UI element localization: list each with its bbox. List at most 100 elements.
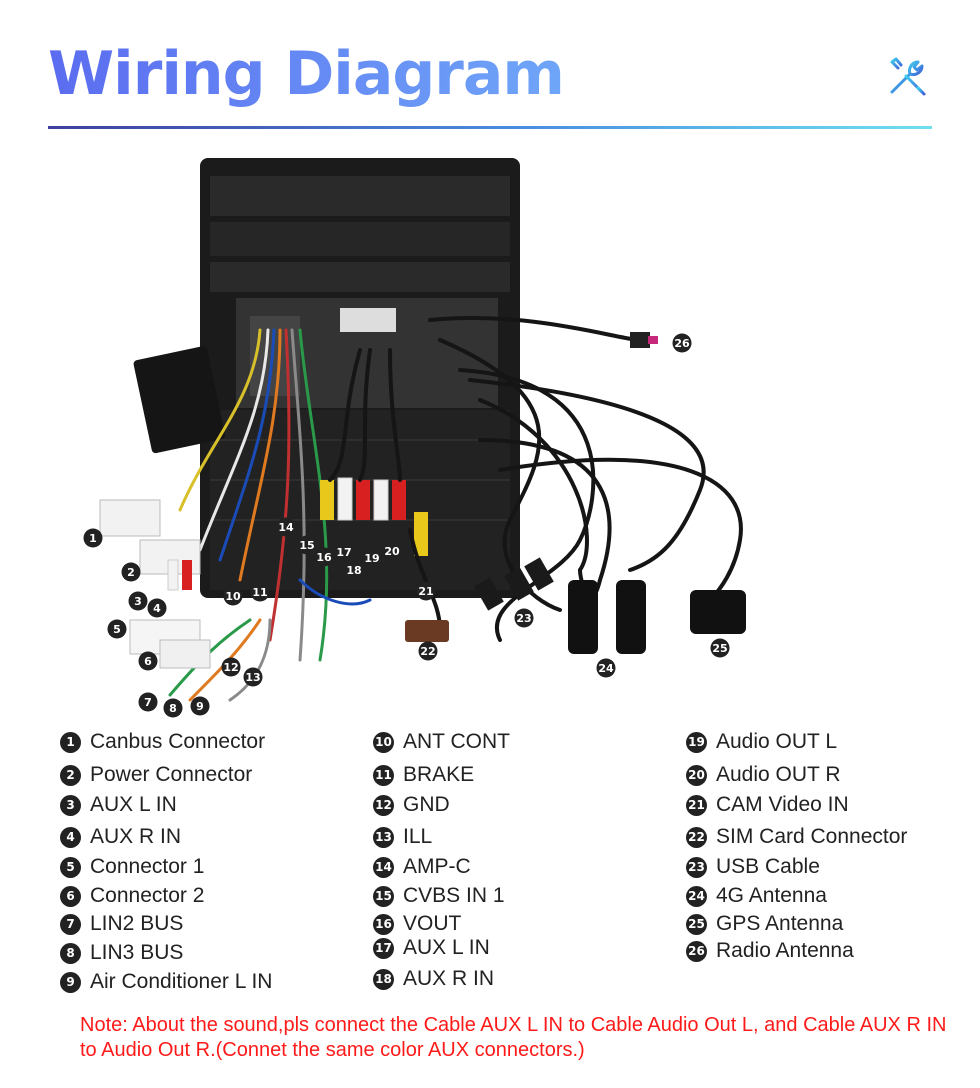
diagram-number-badge <box>190 696 210 716</box>
diagram-number-badge <box>163 698 183 718</box>
legend-label: VOUT <box>403 912 462 935</box>
legend-number-badge: 22 <box>686 826 707 848</box>
legend-number-badge: 25 <box>686 913 707 935</box>
diagram-number-badge <box>138 692 158 712</box>
legend-label: BRAKE <box>403 763 475 786</box>
canbus-connector <box>99 499 161 537</box>
diagram-number-label: 5 <box>113 623 121 636</box>
diagram-number-label: 4 <box>153 602 161 615</box>
diagram-number-label: 14 <box>278 521 294 534</box>
diagram-number-badge <box>243 667 263 687</box>
diagram-number-label: 22 <box>420 645 435 658</box>
rca-connectors <box>167 477 428 591</box>
legend-item: 6 Connector 2 <box>60 882 204 910</box>
diagram-number-label: 2 <box>127 566 135 579</box>
legend-label: Connector 2 <box>90 884 205 907</box>
diagram-number-badge <box>344 560 364 580</box>
diagram-number-label: 24 <box>598 662 614 675</box>
radio-antenna-plug <box>630 332 650 348</box>
diagram-number-badge <box>221 657 241 677</box>
diagram-number-label: 3 <box>134 595 142 608</box>
diagram-number-badge <box>672 333 692 353</box>
connector-2 <box>159 639 211 669</box>
diagram-number-label: 15 <box>299 539 314 552</box>
diagram-number-label: 16 <box>316 551 332 564</box>
legend-number-badge: 17 <box>373 937 394 959</box>
legend-item: 17 AUX L IN <box>373 934 490 962</box>
page-title: Wiring Diagram <box>48 39 565 109</box>
header: Wiring Diagram <box>48 38 932 133</box>
legend-label: Power Connector <box>90 763 253 786</box>
canbus-box <box>133 346 226 454</box>
legend-number-badge: 10 <box>373 731 394 753</box>
usb-plug-3 <box>524 557 554 591</box>
diagram-number-badge <box>710 638 730 658</box>
legend-number-badge: 14 <box>373 856 394 878</box>
diagram-number-label: 9 <box>196 700 204 713</box>
legend-item: 8 LIN3 BUS <box>60 939 183 967</box>
legend-item: 23 USB Cable <box>686 853 820 881</box>
legend-number-badge: 12 <box>373 794 394 816</box>
header-divider <box>48 126 932 129</box>
legend-number-badge: 6 <box>60 885 81 907</box>
diagram-number-badge <box>418 641 438 661</box>
left-wires <box>168 328 372 702</box>
legend-label: AUX R IN <box>90 825 182 848</box>
legend-label: Audio OUT R <box>716 763 841 786</box>
legend-number-badge: 23 <box>686 856 707 878</box>
legend-label: USB Cable <box>716 855 820 878</box>
4g-antenna-right <box>616 580 646 654</box>
legend-label: CAM Video IN <box>716 793 849 816</box>
legend-item: 11 BRAKE <box>373 761 474 789</box>
diagram-number-badge <box>382 541 402 561</box>
diagram-number-label: 10 <box>225 590 241 603</box>
legend-label: LIN3 BUS <box>90 941 184 964</box>
diagram-number-badge <box>83 528 103 548</box>
legend-label: AMP-C <box>403 855 471 878</box>
diagram-number-label: 19 <box>364 552 379 565</box>
diagram-number-label: 11 <box>252 586 267 599</box>
legend-label: LIN2 BUS <box>90 912 184 935</box>
legend-number-badge: 8 <box>60 942 81 964</box>
diagram-number-badge <box>147 598 167 618</box>
legend-label: Canbus Connector <box>90 730 266 753</box>
diagram-number-label: 8 <box>169 702 177 715</box>
legend-number-badge: 18 <box>373 968 394 990</box>
diagram-number-badge <box>334 542 354 562</box>
legend-label: AUX L IN <box>403 936 490 959</box>
legend-label: Connector 1 <box>90 855 205 878</box>
legend-number-badge: 11 <box>373 764 394 786</box>
diagram-number-label: 23 <box>516 612 531 625</box>
diagram-number-badge <box>107 619 127 639</box>
diagram-number-badge <box>223 586 243 606</box>
diagram-number-label: 26 <box>674 337 690 350</box>
tools-icon <box>890 57 926 96</box>
diagram-number-label: 21 <box>418 585 433 598</box>
diagram-number-badge <box>416 581 436 601</box>
legend-number-badge: 1 <box>60 731 81 753</box>
legend-number-badge: 5 <box>60 856 81 878</box>
legend-label: Air Conditioner L IN <box>90 970 273 993</box>
diagram-number-label: 20 <box>384 545 400 558</box>
diagram-number-label: 13 <box>245 671 260 684</box>
legend-label: Radio Antenna <box>716 939 854 962</box>
diagram-number-badge <box>250 582 270 602</box>
diagram-number-badge <box>297 535 317 555</box>
legend-item: 1 Canbus Connector <box>60 728 265 756</box>
